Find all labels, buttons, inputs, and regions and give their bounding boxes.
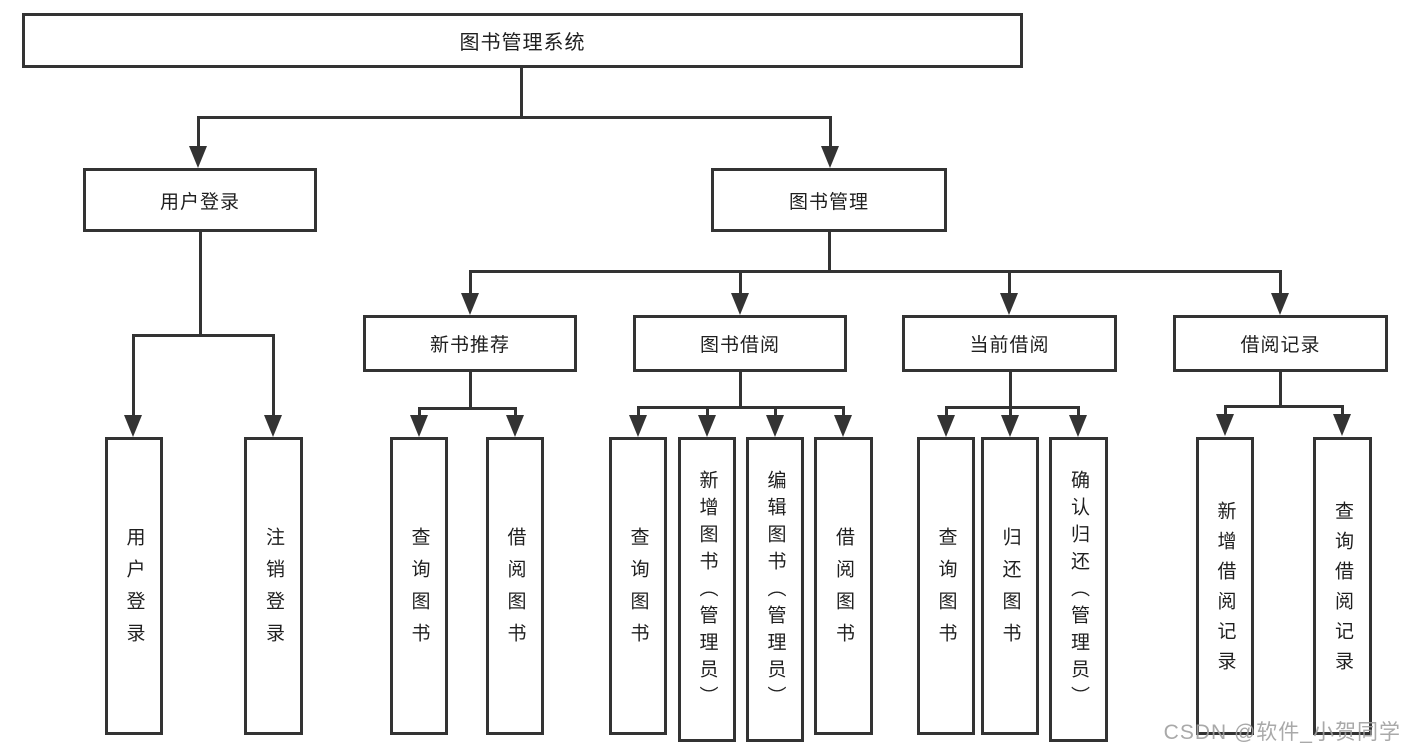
node-library-management-system: 图书管理系统 bbox=[22, 13, 1023, 68]
connector-line bbox=[418, 408, 421, 418]
leaf-query-borrow-record: 查询借阅记录 bbox=[1313, 437, 1372, 735]
connector-line bbox=[1009, 407, 1012, 417]
leaf-query-books-current: 查询图书 bbox=[917, 437, 975, 735]
connector-line bbox=[514, 408, 517, 418]
connector-line bbox=[1279, 271, 1282, 295]
connector-line bbox=[945, 407, 948, 417]
arrowhead-down-icon bbox=[834, 415, 852, 437]
connector-line bbox=[272, 335, 275, 417]
arrowhead-down-icon bbox=[698, 415, 716, 437]
connector-line bbox=[706, 407, 709, 417]
arrowhead-down-icon bbox=[124, 415, 142, 437]
connector-line bbox=[199, 232, 202, 336]
connector-line bbox=[1341, 406, 1344, 416]
arrowhead-down-icon bbox=[821, 146, 839, 168]
arrowhead-down-icon bbox=[1271, 293, 1289, 315]
node-new-book-recommendation: 新书推荐 bbox=[363, 315, 577, 372]
arrowhead-down-icon bbox=[1001, 415, 1019, 437]
connector-line bbox=[1077, 407, 1080, 417]
arrowhead-down-icon bbox=[1000, 293, 1018, 315]
leaf-confirm-return-admin: 确认归还（管理员） bbox=[1049, 437, 1108, 742]
arrowhead-down-icon bbox=[731, 293, 749, 315]
node-current-borrowing: 当前借阅 bbox=[902, 315, 1117, 372]
leaf-user-login: 用户登录 bbox=[105, 437, 163, 735]
watermark: CSDN @软件_小贺同学 bbox=[1163, 721, 1401, 744]
connector-line bbox=[774, 407, 777, 417]
connector-line bbox=[945, 406, 1080, 409]
leaf-logout: 注销登录 bbox=[244, 437, 303, 735]
arrowhead-down-icon bbox=[461, 293, 479, 315]
arrowhead-down-icon bbox=[1333, 414, 1351, 436]
connector-line bbox=[469, 270, 1282, 273]
leaf-borrow-books-borrow: 借阅图书 bbox=[814, 437, 873, 735]
arrowhead-down-icon bbox=[937, 415, 955, 437]
arrowhead-down-icon bbox=[264, 415, 282, 437]
connector-line bbox=[1279, 372, 1282, 406]
leaf-borrow-books-newbook: 借阅图书 bbox=[486, 437, 544, 735]
connector-line bbox=[418, 407, 517, 410]
leaf-add-borrow-record: 新增借阅记录 bbox=[1196, 437, 1254, 735]
node-borrowing-records: 借阅记录 bbox=[1173, 315, 1388, 372]
node-user-login: 用户登录 bbox=[83, 168, 317, 232]
arrowhead-down-icon bbox=[629, 415, 647, 437]
connector-line bbox=[1224, 405, 1344, 408]
leaf-add-book-admin: 新增图书（管理员） bbox=[678, 437, 736, 742]
connector-line bbox=[637, 407, 640, 417]
connector-line bbox=[469, 271, 472, 295]
arrowhead-down-icon bbox=[1216, 414, 1234, 436]
arrowhead-down-icon bbox=[766, 415, 784, 437]
connector-line bbox=[739, 271, 742, 295]
connector-line bbox=[132, 334, 275, 337]
connector-line bbox=[1008, 271, 1011, 295]
connector-line bbox=[197, 116, 832, 119]
arrowhead-down-icon bbox=[506, 415, 524, 437]
leaf-edit-book-admin: 编辑图书（管理员） bbox=[746, 437, 804, 742]
connector-line bbox=[520, 68, 523, 117]
connector-line bbox=[197, 117, 200, 148]
arrowhead-down-icon bbox=[1069, 415, 1087, 437]
node-book-borrowing: 图书借阅 bbox=[633, 315, 847, 372]
connector-line bbox=[829, 117, 832, 148]
connector-line bbox=[132, 335, 135, 417]
arrowhead-down-icon bbox=[410, 415, 428, 437]
connector-line bbox=[842, 407, 845, 417]
connector-line bbox=[828, 232, 831, 271]
connector-line bbox=[1224, 406, 1227, 416]
connector-line bbox=[1009, 372, 1012, 407]
leaf-return-book: 归还图书 bbox=[981, 437, 1039, 735]
node-book-management: 图书管理 bbox=[711, 168, 947, 232]
leaf-query-books-newbook: 查询图书 bbox=[390, 437, 448, 735]
connector-line bbox=[637, 406, 845, 409]
leaf-query-books-borrow: 查询图书 bbox=[609, 437, 667, 735]
connector-line bbox=[739, 372, 742, 407]
arrowhead-down-icon bbox=[189, 146, 207, 168]
connector-line bbox=[469, 372, 472, 409]
